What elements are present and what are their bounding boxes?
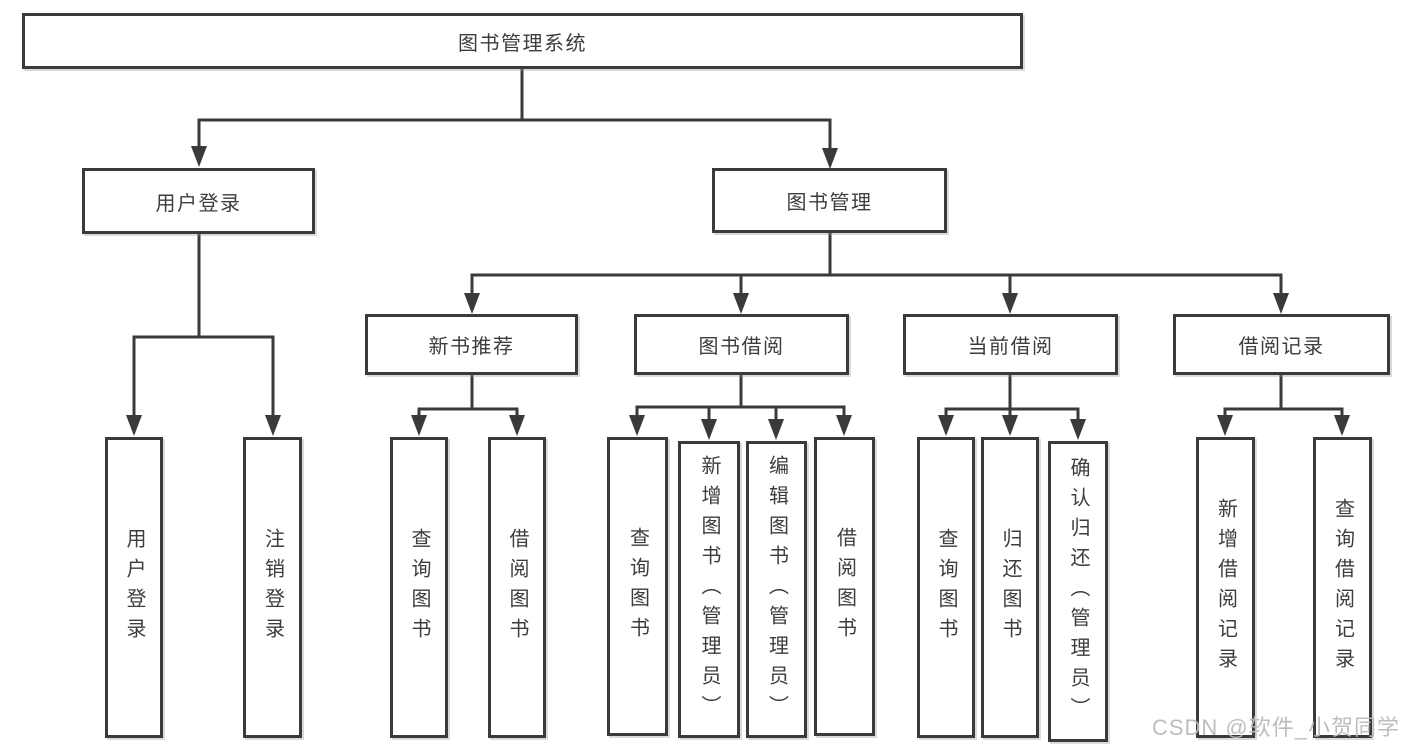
arrow-icon <box>733 293 749 314</box>
arrow-icon <box>464 293 480 314</box>
connector-login-leaves <box>132 232 275 420</box>
leaf-label: 确认归还（管理员） <box>1067 456 1089 727</box>
arrow-icon <box>629 415 645 436</box>
leaf-query-books-current: 查询图书 <box>917 437 975 738</box>
leaf-label: 查询图书 <box>626 526 649 647</box>
connector-borrow-leaves <box>635 373 846 425</box>
leaf-edit-books-admin: 编辑图书（管理员） <box>746 441 807 738</box>
leaf-label: 借阅图书 <box>506 527 528 648</box>
node-book-management: 图书管理 <box>712 168 947 233</box>
connector-current-leaves <box>944 373 1080 425</box>
leaf-query-books-recommend: 查询图书 <box>390 437 448 738</box>
leaf-label: 用户登录 <box>123 527 145 648</box>
arrowheads <box>126 146 1350 440</box>
arrow-icon <box>1334 415 1350 436</box>
leaf-label: 借阅图书 <box>833 526 856 647</box>
arrow-icon <box>126 415 142 436</box>
arrow-icon <box>411 415 427 436</box>
arrow-icon <box>1217 415 1233 436</box>
arrow-icon <box>768 419 784 440</box>
leaf-label: 新增图书（管理员） <box>698 454 720 725</box>
leaf-return-books: 归还图书 <box>981 437 1039 738</box>
leaf-logout: 注销登录 <box>243 437 302 738</box>
arrow-icon <box>509 415 525 436</box>
arrow-icon <box>1070 419 1086 440</box>
leaf-borrow-books-recommend: 借阅图书 <box>488 437 546 738</box>
node-label: 当前借阅 <box>967 336 1054 358</box>
node-new-book-recommend: 新书推荐 <box>365 314 578 375</box>
node-user-login: 用户登录 <box>82 168 315 234</box>
connector-records-leaves <box>1223 373 1344 421</box>
arrow-icon <box>191 146 207 167</box>
leaf-query-borrow-record: 查询借阅记录 <box>1313 437 1372 738</box>
node-label: 用户登录 <box>155 192 242 215</box>
leaf-confirm-return-admin: 确认归还（管理员） <box>1048 441 1108 742</box>
arrow-icon <box>822 148 838 169</box>
node-label: 借阅记录 <box>1238 336 1325 358</box>
leaf-add-borrow-record: 新增借阅记录 <box>1196 437 1255 738</box>
leaf-label: 编辑图书（管理员） <box>765 454 788 725</box>
leaf-label: 查询借阅记录 <box>1331 497 1354 678</box>
node-label: 新书推荐 <box>428 336 515 358</box>
leaf-label: 归还图书 <box>999 527 1021 648</box>
leaf-label: 注销登录 <box>261 527 284 648</box>
leaf-label: 查询图书 <box>408 527 430 648</box>
csdn-watermark: CSDN @软件_小贺同学 <box>1151 715 1400 740</box>
node-library-management-system: 图书管理系统 <box>22 13 1023 69</box>
node-borrow-records: 借阅记录 <box>1173 314 1390 375</box>
arrow-icon <box>836 415 852 436</box>
arrow-icon <box>1002 293 1018 314</box>
connector-newbooks-leaves <box>417 373 519 421</box>
leaf-label: 新增借阅记录 <box>1214 497 1237 678</box>
arrow-icon <box>938 415 954 436</box>
connector-root-level2 <box>197 67 832 154</box>
arrow-icon <box>265 415 281 436</box>
arrow-icon <box>1002 415 1018 436</box>
node-label: 图书管理 <box>786 192 873 214</box>
node-label: 图书借阅 <box>698 336 785 358</box>
leaf-add-books-admin: 新增图书（管理员） <box>678 441 740 738</box>
leaf-query-books-borrow: 查询图书 <box>607 437 668 736</box>
arrow-icon <box>701 419 717 440</box>
connector-mgmt-level3 <box>470 231 1283 299</box>
leaf-borrow-books: 借阅图书 <box>814 437 875 736</box>
node-book-borrow: 图书借阅 <box>634 314 849 375</box>
leaf-label: 查询图书 <box>935 527 957 648</box>
node-label: 图书管理系统 <box>458 32 587 55</box>
arrow-icon <box>1273 293 1289 314</box>
node-current-borrow: 当前借阅 <box>903 314 1118 375</box>
leaf-user-login: 用户登录 <box>105 437 163 738</box>
